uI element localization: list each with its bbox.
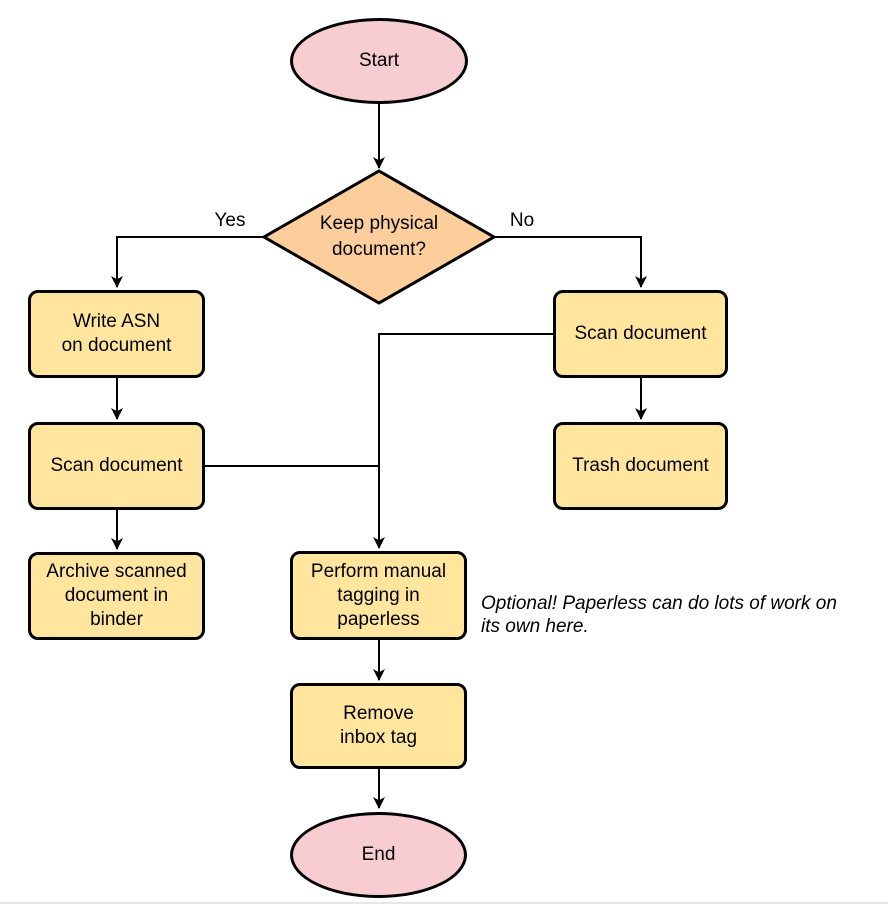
node-manual-tagging: Perform manual tagging in paperless: [290, 551, 467, 640]
node-trash-document-line: Trash document: [572, 455, 709, 476]
node-trash-document: Trash document: [553, 422, 728, 510]
node-archive-binder-line: Archive scanned: [46, 561, 187, 582]
edge-label-yes: Yes: [199, 210, 261, 232]
note-optional-paperless: Optional! Paperless can do lots of work …: [481, 592, 837, 638]
node-manual-tagging-line: paperless: [337, 608, 420, 630]
page-bottom-edge: [0, 902, 888, 904]
decision-shape: [260, 169, 498, 305]
node-scan-document-right: Scan document: [553, 290, 728, 378]
node-start-label: Start: [358, 50, 400, 71]
node-remove-inbox-tag-line: Remove: [343, 703, 414, 724]
node-archive-binder: Archive scanned document in binder: [28, 552, 205, 640]
edge-label-no: No: [491, 210, 553, 232]
node-manual-tagging-line: Perform manual: [310, 560, 447, 582]
note-line: Optional! Paperless can do lots of work …: [481, 593, 837, 614]
node-scan-document-left-line: Scan document: [50, 455, 183, 476]
node-decision-label-line: document?: [331, 239, 426, 260]
node-scan-document-left: Scan document: [28, 422, 205, 510]
node-decision-label: Keep physical document?: [294, 206, 464, 268]
node-scan-document-right-line: Scan document: [574, 323, 707, 344]
node-archive-binder-line: binder: [90, 609, 143, 630]
note-line: its own here.: [481, 616, 589, 637]
edge-decision-no-to-scan-right: [494, 236, 647, 288]
node-write-asn-line: Write ASN: [72, 311, 161, 332]
node-manual-tagging-line: tagging in: [337, 584, 420, 606]
node-write-asn-line: on document: [61, 335, 172, 356]
edge-scan-right-to-tagging: [373, 333, 553, 549]
node-end: End: [290, 812, 467, 898]
node-archive-binder-line: document in: [64, 585, 169, 606]
node-decision-label-line: Keep physical: [319, 213, 439, 234]
node-end-label: End: [361, 844, 396, 865]
node-remove-inbox-tag: Remove inbox tag: [290, 683, 467, 769]
node-remove-inbox-tag-line: inbox tag: [339, 727, 418, 748]
node-start: Start: [290, 18, 468, 104]
edge-decision-yes-to-write-asn: [111, 236, 264, 288]
node-write-asn: Write ASN on document: [28, 290, 205, 378]
